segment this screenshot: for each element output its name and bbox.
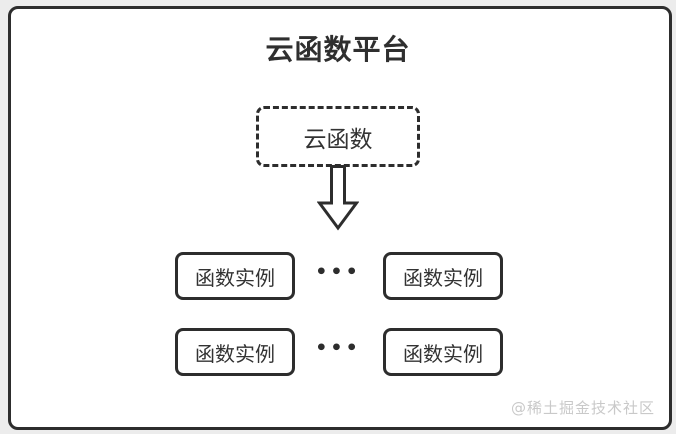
function-instance-label: 函数实例 [195, 265, 275, 290]
down-arrow-icon [316, 165, 360, 231]
function-instance-label: 函数实例 [403, 265, 483, 290]
cloud-function-label: 云函数 [303, 126, 373, 153]
function-instance-node: 函数实例 [175, 252, 295, 300]
cloud-function-node: 云函数 [256, 106, 420, 167]
watermark: @稀土掘金技术社区 [510, 399, 655, 417]
function-instance-node: 函数实例 [383, 252, 503, 300]
ellipsis-row-2: ••• [315, 337, 361, 359]
diagram-title: 云函数平台 [265, 33, 411, 66]
function-instance-label: 函数实例 [195, 341, 275, 366]
function-instance-label: 函数实例 [403, 341, 483, 366]
function-instance-node: 函数实例 [383, 328, 503, 376]
ellipsis-row-1: ••• [315, 261, 361, 283]
function-instance-node: 函数实例 [175, 328, 295, 376]
